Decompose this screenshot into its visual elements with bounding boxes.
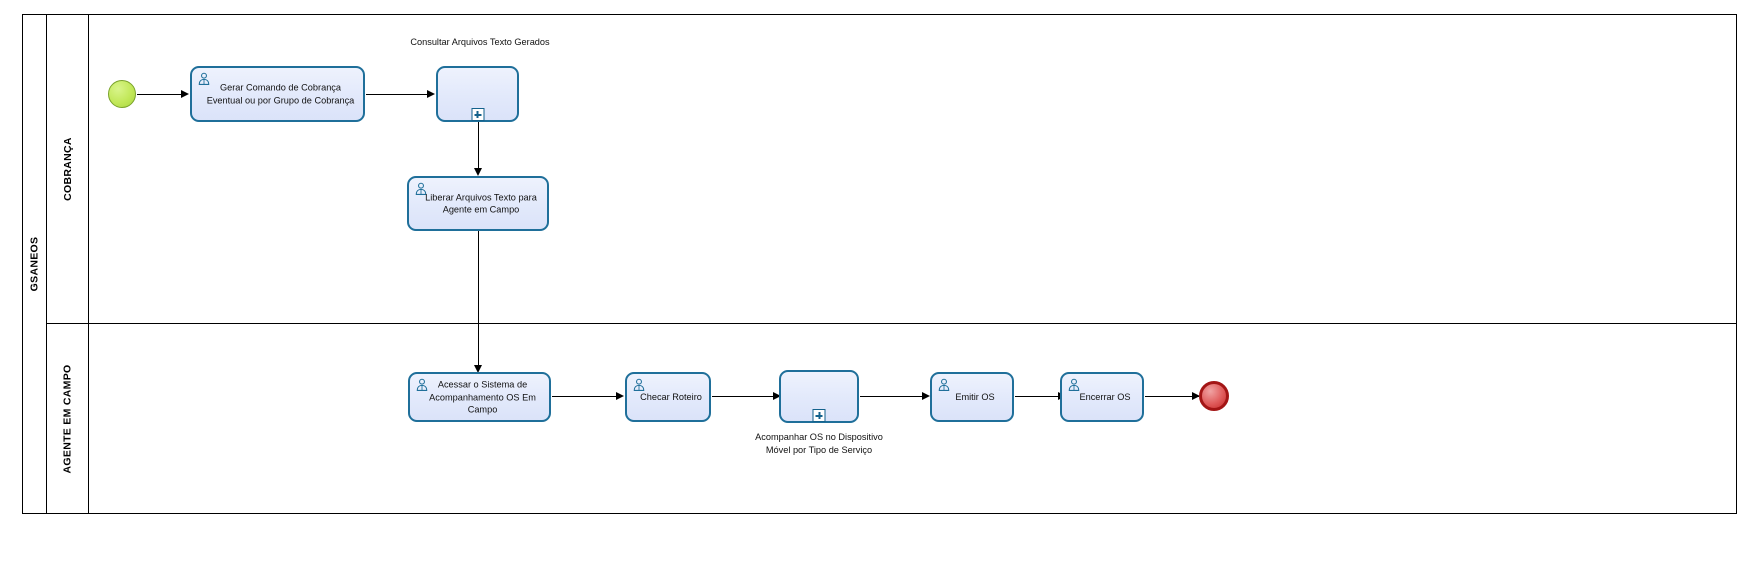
user-task-icon: [415, 182, 427, 195]
lane-separator: [47, 323, 1737, 324]
sequence-flow-acompanhar-to-emitir: [860, 396, 923, 397]
sequence-flow-arrow: [1192, 391, 1200, 400]
user-task-icon: [416, 378, 428, 391]
lane-body-agente-em-campo: [89, 324, 1736, 513]
user-task-icon: [633, 378, 645, 391]
end-event[interactable]: [1199, 381, 1229, 411]
task-label: Gerar Comando de Cobrança Eventual ou po…: [206, 82, 355, 106]
task-checar-roteiro[interactable]: Checar Roteiro: [625, 372, 711, 422]
pool-header-gsaneos: GSANEOS: [23, 15, 47, 513]
task-label: Liberar Arquivos Texto para Agente em Ca…: [425, 192, 537, 215]
lane-header-agente-em-campo: AGENTE EM CAMPO: [47, 324, 89, 513]
task-acessar-sistema-acompanhamento[interactable]: Acessar o Sistema de Acompanhamento OS E…: [408, 372, 551, 422]
sequence-flow-liberar-to-acessar: [478, 231, 479, 368]
user-task-icon: [1068, 378, 1080, 391]
lane-header-cobranca: COBRANÇA: [47, 15, 89, 323]
task-emitir-os[interactable]: Emitir OS: [930, 372, 1014, 422]
subprocess-acompanhar-label: Acompanhar OS no Dispositivo Móvel por T…: [755, 432, 883, 455]
plus-marker-icon[interactable]: [471, 108, 484, 121]
sequence-flow-checar-to-acompanhar: [712, 396, 774, 397]
sequence-flow-arrow: [473, 168, 482, 176]
task-label: Emitir OS: [955, 391, 995, 402]
lane-body-cobranca: [89, 15, 1736, 323]
task-liberar-arquivos-texto[interactable]: Liberar Arquivos Texto para Agente em Ca…: [407, 176, 549, 231]
task-label: Checar Roteiro: [640, 391, 702, 402]
sequence-flow-arrow: [181, 89, 189, 98]
lane-title-agente-em-campo: AGENTE EM CAMPO: [61, 364, 74, 473]
plus-marker-icon[interactable]: [812, 409, 826, 422]
sequence-flow-arrow: [922, 391, 930, 400]
subprocess-consultar-label: Consultar Arquivos Texto Gerados: [410, 37, 550, 47]
start-event[interactable]: [108, 80, 136, 108]
sequence-flow-arrow: [427, 89, 435, 98]
sequence-flow-acessar-to-checar: [552, 396, 617, 397]
sequence-flow-encerrar-to-end: [1145, 396, 1199, 397]
user-task-icon: [198, 72, 210, 85]
user-task-icon: [938, 378, 950, 391]
pool-title: GSANEOS: [28, 236, 41, 292]
subprocess-consultar-arquivos-texto-gerados[interactable]: [436, 66, 519, 122]
sequence-flow-gerar-to-consultar: [366, 94, 428, 95]
sequence-flow-emitir-to-encerrar: [1015, 396, 1059, 397]
sequence-flow-arrow: [773, 391, 781, 400]
task-label: Encerrar OS: [1079, 391, 1131, 402]
sequence-flow-arrow: [473, 365, 482, 373]
lane-title-cobranca: COBRANÇA: [61, 137, 74, 201]
task-label: Acessar o Sistema de Acompanhamento OS E…: [429, 379, 536, 415]
sequence-flow-consultar-to-liberar: [478, 122, 479, 170]
subprocess-acompanhar-os-dispositivo-movel[interactable]: [779, 370, 859, 423]
sequence-flow-arrow: [616, 391, 624, 400]
sequence-flow-start-to-gerar: [137, 94, 182, 95]
task-encerrar-os[interactable]: Encerrar OS: [1060, 372, 1144, 422]
task-gerar-comando-de-cobranca[interactable]: Gerar Comando de Cobrança Eventual ou po…: [190, 66, 365, 122]
